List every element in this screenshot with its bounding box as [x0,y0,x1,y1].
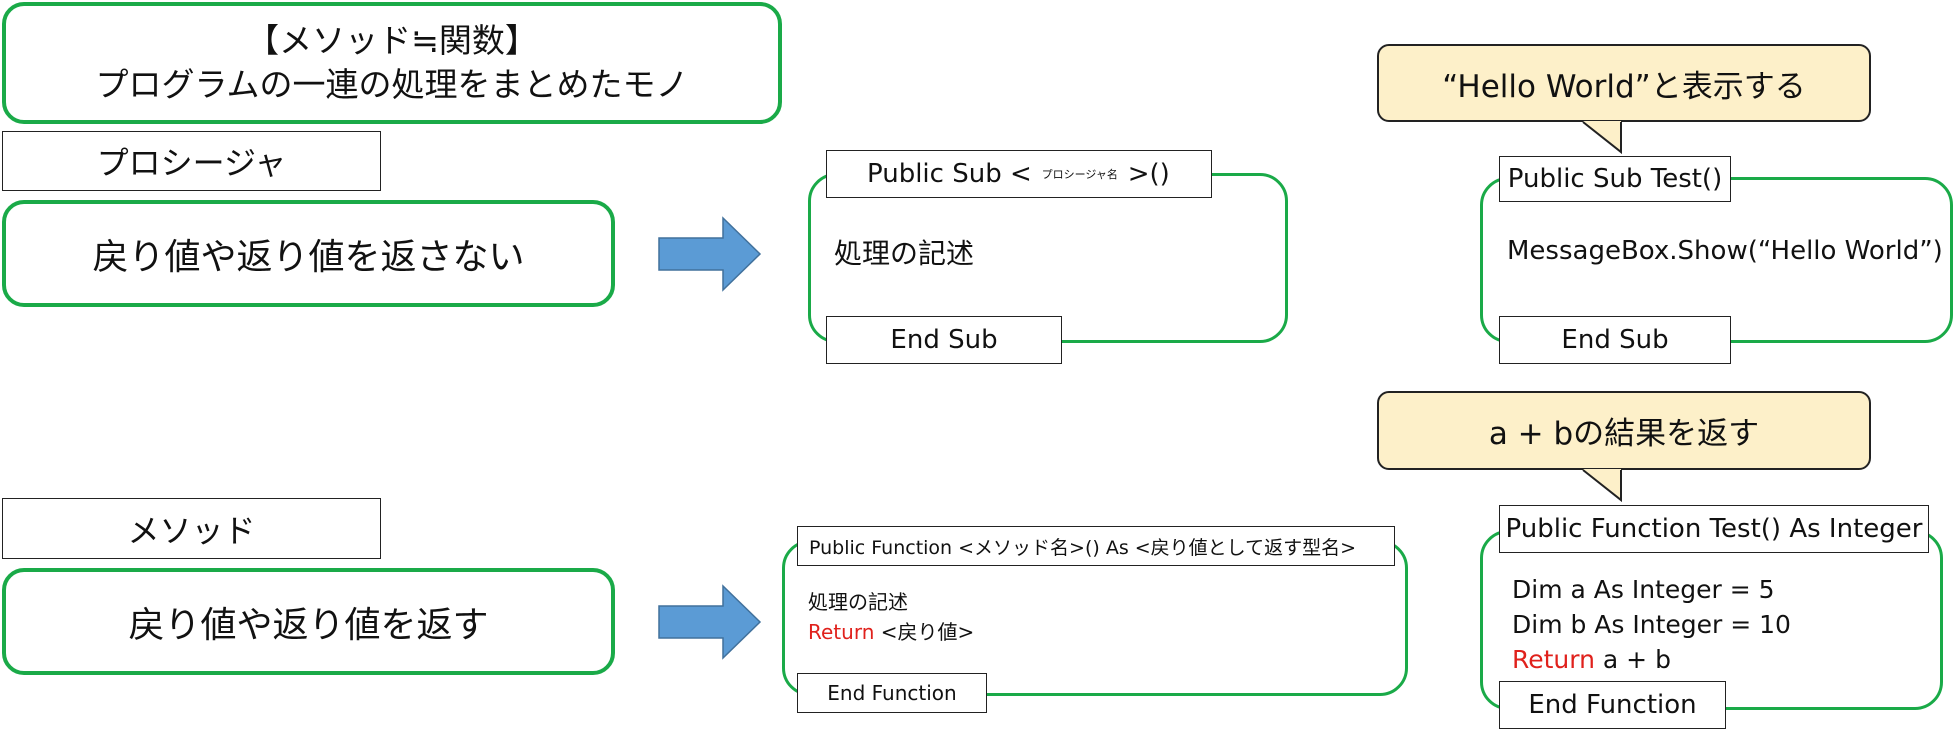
procedure-example-bubble-text: “Hello World”と表示する [1442,68,1806,105]
procedure-description-box: 戻り値や返り値を返さない [2,200,615,307]
method-example-bubble: a + bの結果を返す [1377,391,1871,470]
method-label: メソッド [2,498,381,559]
procedure-label-text: プロシージャ [96,144,287,182]
procedure-template-footer: End Sub [826,316,1062,364]
procedure-template-body: 処理の記述 [834,237,975,270]
procedure-example-body: MessageBox.Show(“Hello World”) [1507,236,1943,266]
procedure-template-header: Public Sub < プロシージャ名 >() [826,150,1212,198]
method-bubble-tail [1582,469,1622,503]
method-example-frame [1480,530,1943,710]
procedure-example-footer: End Sub [1499,316,1731,364]
method-example-bubble-text: a + bの結果を返す [1488,416,1760,452]
procedure-template-name-placeholder: プロシージャ名 [1041,168,1118,181]
method-description: 戻り値や返り値を返す [128,604,489,646]
method-example-footer: End Function [1499,681,1726,729]
procedure-template-header-suffix: >() [1127,159,1170,189]
method-label-text: メソッド [127,511,256,550]
procedure-bubble-tail [1582,121,1622,155]
method-template-body-line1: 処理の記述 [808,590,908,614]
method-description-box: 戻り値や返り値を返す [2,568,615,675]
method-arrow-icon [658,584,762,660]
method-template-return-value: <戻り値> [874,620,975,644]
method-example-footer-text: End Function [1528,690,1697,720]
method-example-line1: Dim a As Integer = 5 [1512,575,1775,604]
procedure-example-header: Public Sub Test() [1499,156,1731,202]
method-example-return-value: a + b [1594,645,1671,674]
method-template-footer: End Function [797,673,987,713]
title-box: 【メソッド≒関数】 プログラムの一連の処理をまとめたモノ [2,2,782,124]
method-example-header-text: Public Function Test() As Integer [1505,514,1923,544]
procedure-example-header-text: Public Sub Test() [1507,164,1723,194]
method-example-line2: Dim b As Integer = 10 [1512,610,1791,639]
method-example-body: Dim a As Integer = 5 Dim b As Integer = … [1512,572,1791,677]
method-template-header-text: Public Function <メソッド名>() As <戻り値として返す型名… [809,536,1357,559]
procedure-example-footer-text: End Sub [1561,325,1669,355]
method-template-frame [782,540,1408,696]
method-example-header: Public Function Test() As Integer [1499,505,1929,553]
method-template-body: 処理の記述 Return <戻り値> [808,587,974,647]
procedure-description: 戻り値や返り値を返さない [92,236,525,278]
method-example-return-line: Return a + b [1512,642,1791,677]
procedure-label: プロシージャ [2,131,381,191]
procedure-example-frame [1480,177,1953,343]
method-template-return-keyword: Return [808,620,875,644]
procedure-template-header-prefix: Public Sub < [867,159,1032,189]
method-template-return-line: Return <戻り値> [808,617,974,647]
title-line1: 【メソッド≒関数】 [246,21,538,60]
method-template-header: Public Function <メソッド名>() As <戻り値として返す型名… [797,526,1395,566]
title-line2: プログラムの一連の処理をまとめたモノ [95,65,689,104]
method-example-return-keyword: Return [1512,645,1595,674]
method-template-footer-text: End Function [827,681,957,705]
procedure-arrow-icon [658,216,762,292]
procedure-example-bubble: “Hello World”と表示する [1377,44,1871,122]
procedure-template-footer-text: End Sub [890,325,998,355]
